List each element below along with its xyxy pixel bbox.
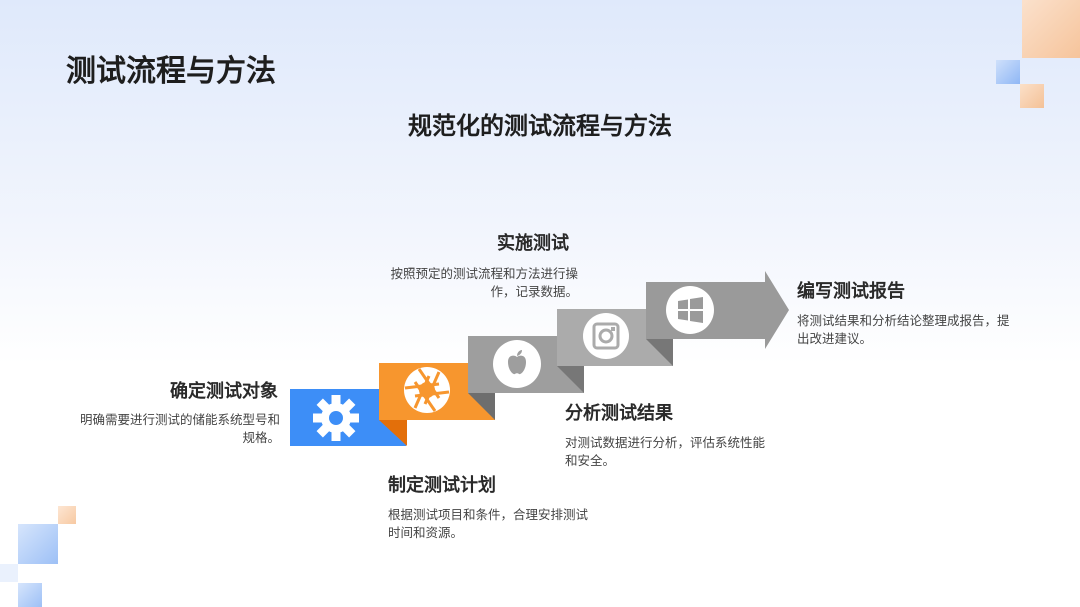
step-3-desc: 按照预定的测试流程和方法进行操作，记录数据。 xyxy=(390,266,578,299)
decor-square xyxy=(1020,84,1044,108)
decor-square xyxy=(0,564,18,582)
page-title: 测试流程与方法 xyxy=(66,54,276,89)
step-2-fold xyxy=(379,420,407,446)
decor-square xyxy=(1022,0,1080,58)
page-subtitle: 规范化的测试流程与方法 xyxy=(408,112,672,140)
step-5-fold xyxy=(646,339,673,366)
decor-square xyxy=(18,583,42,607)
step-3-title: 实施测试 xyxy=(497,233,569,254)
step-5-desc: 将测试结果和分析结论整理成报告，提出改进建议。 xyxy=(797,313,1010,346)
decor-square xyxy=(18,524,58,564)
step-3-fold xyxy=(468,393,495,420)
step-1-desc: 明确需要进行测试的储能系统型号和规格。 xyxy=(79,412,280,445)
step-2-desc: 根据测试项目和条件，合理安排测试时间和资源。 xyxy=(388,507,589,540)
decor-square xyxy=(58,506,76,524)
step-4-fold xyxy=(557,366,584,393)
step-4-title: 分析测试结果 xyxy=(565,403,673,424)
step-5-title: 编写测试报告 xyxy=(797,281,905,302)
gear-icon xyxy=(313,395,359,441)
step-4-desc: 对测试数据进行分析，评估系统性能和安全。 xyxy=(565,435,766,468)
step-1-title: 确定测试对象 xyxy=(170,381,278,402)
apple-icon xyxy=(493,340,541,388)
windows-icon xyxy=(666,286,714,334)
instagram-icon xyxy=(583,313,629,359)
decor-square xyxy=(996,60,1020,84)
aperture-icon xyxy=(404,367,450,413)
step-2-title: 制定测试计划 xyxy=(388,475,496,496)
